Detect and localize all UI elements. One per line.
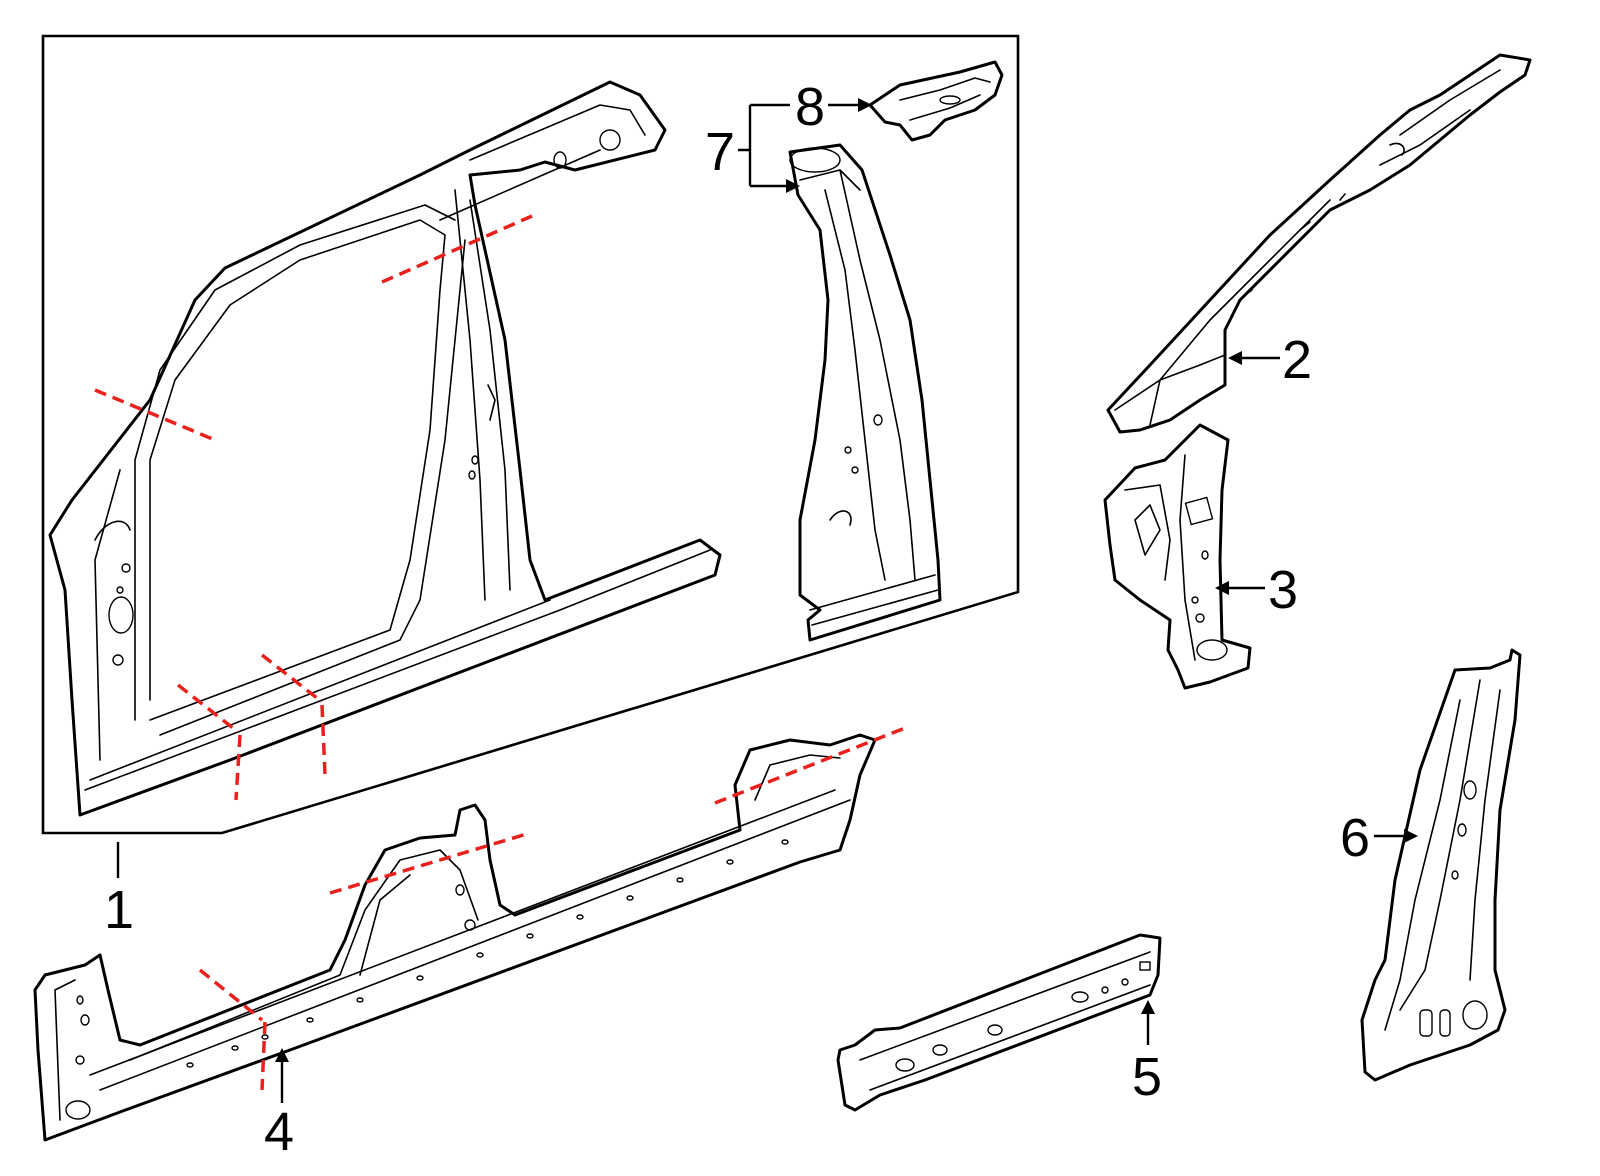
cut-line-a-pillar — [94, 388, 216, 442]
arrowhead-3 — [1215, 581, 1229, 595]
part-5-inner-rocker[interactable] — [836, 933, 1162, 1112]
part-6-lock-pillar[interactable] — [1360, 648, 1522, 1082]
cut-line-rocker-front-2b — [320, 704, 327, 776]
cut-line-b-pillar-top — [381, 214, 533, 284]
cut-line-rocker-front-1b — [234, 734, 242, 801]
part-8-reinforcement-cap[interactable] — [868, 60, 1004, 142]
cut-lines — [94, 214, 906, 1091]
callout-2: 2 — [1282, 330, 1312, 390]
callout-3: 3 — [1268, 560, 1298, 620]
arrowhead-8 — [858, 98, 872, 112]
arrowhead-2 — [1228, 351, 1242, 365]
part-2-front-pillar-roof-rail[interactable] — [1106, 53, 1532, 434]
cut-line-lower-front-b — [260, 1021, 267, 1091]
part-1-body-side-panel[interactable] — [48, 80, 722, 817]
callout-7: 7 — [705, 122, 735, 182]
callout-1: 1 — [104, 880, 134, 940]
assembly-frame-box — [41, 34, 1020, 835]
leaders — [116, 98, 1418, 1103]
cut-line-lower-front — [198, 968, 264, 1022]
arrowhead-7 — [786, 179, 800, 193]
callout-6: 6 — [1340, 808, 1370, 868]
part-4-rocker-panel[interactable] — [33, 733, 877, 1142]
callout-5: 5 — [1132, 1047, 1162, 1107]
leader-7-bracket — [738, 103, 792, 188]
cut-line-lower-b-pillar — [329, 831, 531, 895]
cut-line-lower-rear — [714, 726, 906, 805]
part-7-center-pillar[interactable] — [788, 143, 942, 642]
cut-line-rocker-front-1 — [176, 683, 240, 734]
arrowhead-5 — [1141, 1000, 1155, 1014]
arrowhead-4 — [275, 1048, 289, 1062]
arrowhead-6 — [1404, 829, 1418, 843]
part-3-hinge-pillar[interactable] — [1103, 423, 1252, 690]
callout-labels: 1 2 3 4 5 6 7 8 — [104, 77, 1370, 1162]
callout-4: 4 — [264, 1102, 294, 1162]
cut-line-rocker-front-2 — [260, 653, 324, 704]
callout-8: 8 — [795, 77, 825, 137]
